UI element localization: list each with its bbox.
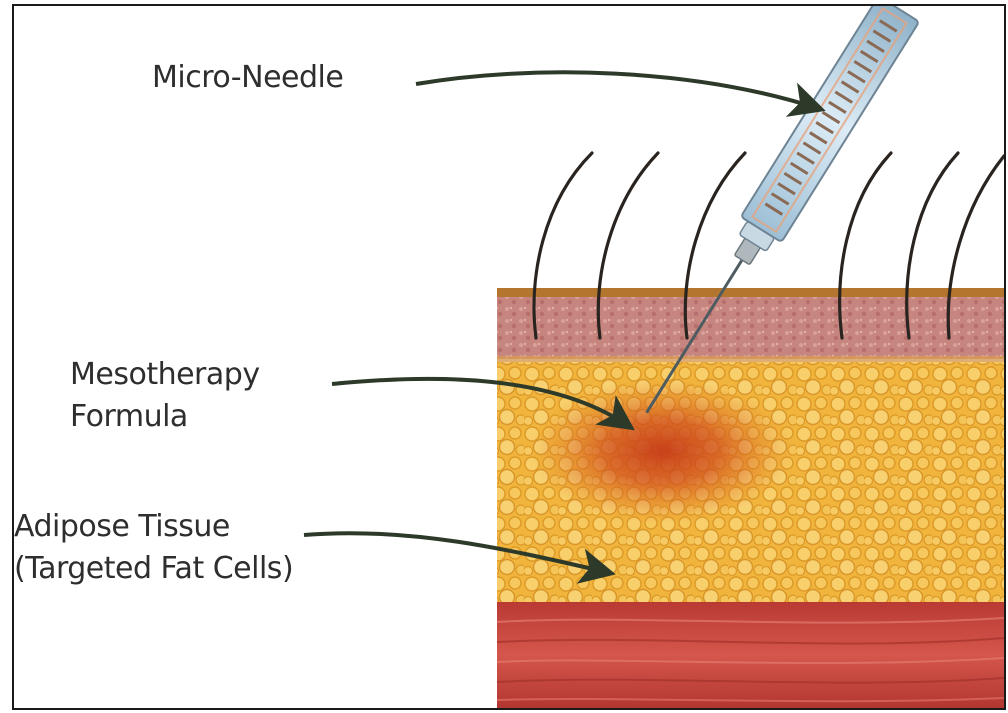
- micro-needle-arrow: [416, 72, 820, 109]
- diagram-frame: Micro-Needle Mesotherapy Formula Adipose…: [12, 4, 1006, 710]
- micro-needle-text: Micro-Needle: [152, 57, 343, 99]
- mesotherapy-formula-label: Mesotherapy Formula: [70, 354, 260, 438]
- mesotherapy-formula-spot: [532, 379, 792, 523]
- micro-needle-label: Micro-Needle: [152, 57, 343, 99]
- adipose-tissue-label: Adipose Tissue (Targeted Fat Cells): [14, 506, 293, 590]
- mesotherapy-text-line1: Mesotherapy: [70, 354, 260, 396]
- epidermis-layer: [497, 288, 1004, 362]
- muscle-layer: [497, 602, 1004, 708]
- adipose-text-line1: Adipose Tissue: [14, 506, 293, 548]
- adipose-text-line2: (Targeted Fat Cells): [14, 548, 293, 590]
- mesotherapy-text-line2: Formula: [70, 396, 260, 438]
